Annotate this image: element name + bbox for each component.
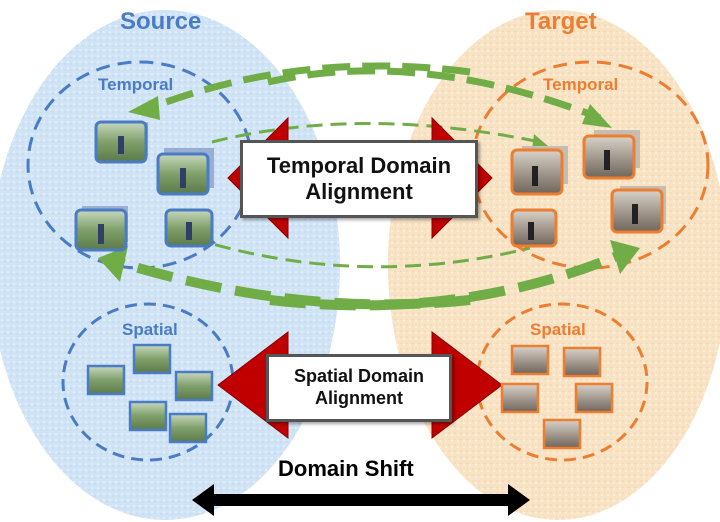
source-spatial-label: Spatial — [122, 320, 178, 339]
spatial-domain-alignment-box: Spatial Domain Alignment — [266, 354, 452, 422]
top-green-arrow-to-target — [267, 67, 602, 122]
source-temporal-clip-4 — [164, 208, 214, 248]
target-temporal-clip-2 — [582, 130, 640, 180]
target-title: Target — [525, 8, 597, 35]
target-temporal-label: Temporal — [543, 75, 619, 94]
temporal-alignment-line2: Alignment — [305, 179, 413, 204]
domain-shift-arrow — [192, 484, 530, 516]
source-temporal-clip-3 — [74, 206, 128, 252]
temporal-alignment-line1: Temporal Domain — [266, 152, 452, 178]
target-temporal-clip-4 — [610, 186, 666, 234]
bottom-green-arrow-to-target — [269, 249, 624, 311]
domain-shift-label: Domain Shift — [278, 456, 414, 481]
inner-green-arrow-lower — [191, 236, 531, 269]
top-green-arrowhead-target — [582, 104, 612, 128]
top-green-arrow-to-source — [148, 62, 471, 112]
spatial-alignment-line2: Alignment — [315, 388, 403, 408]
bottom-green-arrowhead-source — [98, 246, 128, 282]
inner-green-arrow-to-target — [211, 122, 541, 144]
source-temporal-clip-1 — [94, 120, 148, 164]
source-temporal-label: Temporal — [98, 75, 174, 94]
temporal-domain-alignment-box: Temporal Domain Alignment — [240, 140, 478, 218]
source-spatial-frames — [86, 343, 214, 444]
spatial-alignment-line1: Spatial Domain — [293, 366, 425, 387]
source-temporal-clip-2 — [156, 148, 214, 196]
bottom-green-arrowhead-target — [610, 240, 640, 274]
target-spatial-frames — [500, 344, 614, 450]
target-temporal-clip-3 — [510, 208, 558, 248]
target-temporal-clip-1 — [510, 146, 568, 196]
source-title: Source — [120, 8, 202, 35]
target-temporal-circle — [470, 60, 710, 270]
top-green-arrowhead-source — [128, 96, 160, 120]
target-spatial-label: Spatial — [530, 320, 586, 339]
